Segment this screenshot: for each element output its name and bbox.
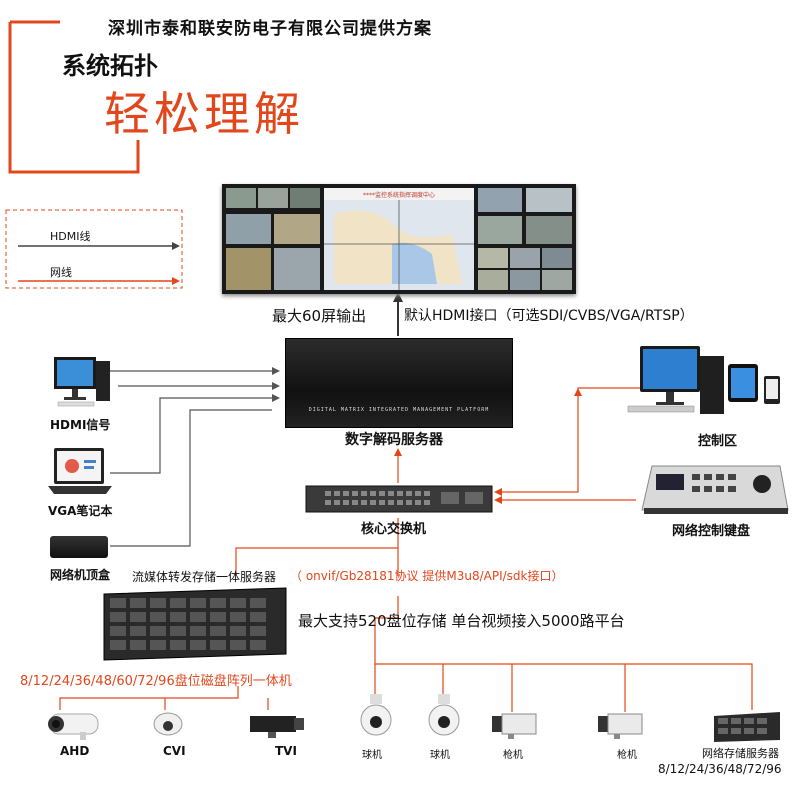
disk-array-spec: 8/12/24/36/48/60/72/96盘位磁盘阵列一体机 — [20, 674, 292, 689]
title-topology: 系统拓扑 — [62, 52, 158, 80]
nvr-spec: 8/12/24/36/48/72/96 — [658, 762, 782, 776]
ahd-label: AHD — [60, 744, 90, 758]
video-wall-screens: ****监控系统指挥调度中心 — [226, 188, 572, 290]
core-switch-icon — [305, 485, 493, 513]
storage-server-icon — [103, 587, 287, 661]
keyboard-label: 网络控制键盘 — [672, 524, 751, 539]
storage-protocol: （ onvif/Gb28181协议 提供M3u8/API/sdk接口） — [290, 569, 564, 583]
hdmi-source-label: HDMI信号 — [50, 418, 111, 432]
bullet-camera-label-2: 枪机 — [617, 750, 637, 761]
nvr-server-icon — [714, 712, 780, 742]
ptz-keyboard-icon — [641, 465, 789, 514]
cvi-dome-icon — [153, 712, 183, 736]
box-camera-icon-2 — [598, 713, 643, 739]
tvi-label: TVI — [275, 744, 297, 758]
title-easy: 轻松理解 — [104, 87, 304, 141]
vga-laptop-label: VGA笔记本 — [48, 504, 113, 518]
dome-camera-label-2: 球机 — [430, 750, 450, 761]
dome-camera-label-1: 球机 — [362, 750, 382, 761]
decoder-panel-text: DIGITAL MATRIX INTEGRATED MANAGEMENT PLA… — [308, 407, 490, 413]
storage-capacity: 最大支持520盘位存储 单台视频接入5000路平台 — [298, 612, 625, 630]
desktop-pc-icon — [54, 357, 110, 407]
company-name: 深圳市泰和联安防电子有限公司提供方案 — [108, 19, 432, 39]
legend-box — [5, 209, 183, 289]
ptz-dome-camera-icon-1 — [360, 694, 392, 736]
core-switch-label: 核心交换机 — [361, 522, 427, 537]
legend-hdmi-label: HDMI线 — [50, 230, 91, 243]
decoder-label: 数字解码服务器 — [345, 432, 443, 448]
settop-box-label: 网络机顶盒 — [50, 568, 111, 582]
control-area-label: 控制区 — [698, 434, 738, 449]
settop-box-icon — [50, 536, 108, 558]
control-workstation-icon — [627, 346, 780, 414]
legend-network-label: 网线 — [50, 266, 72, 279]
video-wall: ****监控系统指挥调度中心 — [222, 184, 576, 294]
laptop-icon — [48, 448, 112, 494]
video-wall-banner: ****监控系统指挥调度中心 — [363, 191, 435, 199]
tvi-bullet-icon — [250, 716, 304, 738]
bullet-camera-label-1: 枪机 — [503, 750, 523, 761]
output-note-interface: 默认HDMI接口（可选SDI/CVBS/VGA/RTSP） — [404, 308, 694, 324]
ptz-dome-camera-icon-2 — [428, 694, 460, 736]
ahd-camera-icon — [48, 713, 99, 740]
decoder-server: DIGITAL MATRIX INTEGRATED MANAGEMENT PLA… — [285, 338, 513, 428]
output-note-max: 最大60屏输出 — [272, 307, 367, 325]
storage-title: 流媒体转发存储一体服务器 — [132, 570, 277, 584]
title-frame — [8, 20, 140, 174]
nvr-label: 网络存储服务器 — [702, 747, 779, 760]
cvi-label: CVI — [163, 744, 186, 758]
box-camera-icon-1 — [492, 713, 537, 739]
